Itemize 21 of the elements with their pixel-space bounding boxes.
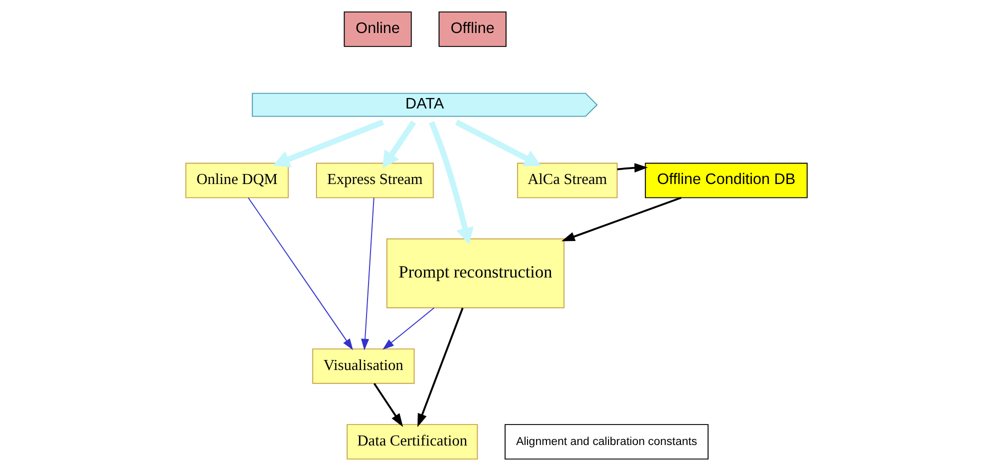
arrow [416,308,464,428]
node-box: AlCa Stream [516,162,618,198]
arrow [382,120,416,168]
arrow [372,382,403,427]
node-box: Visualisation [312,348,414,384]
arrow [272,119,384,168]
node-box: Online [343,11,412,47]
arrow [382,307,434,350]
arrow [616,163,648,173]
arrow [560,196,681,242]
node-box: Offline Condition DB [644,162,808,198]
arrow [360,197,374,350]
arrow [454,120,541,166]
node-box: Data Certification [346,424,478,460]
node-box: Express Stream [316,162,434,198]
node-box: Alignment and calibration constants [504,424,708,460]
node-box: Offline [438,11,506,47]
node-box: Online DQM [184,162,288,198]
arrow [247,197,353,350]
node-box: Prompt reconstruction [386,238,564,308]
arrow [428,121,474,245]
